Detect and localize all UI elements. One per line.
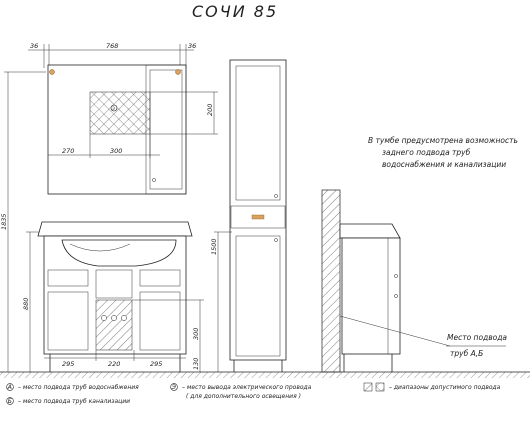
dim-cab-220: 220 bbox=[108, 360, 120, 368]
legend: А – место подвода труб водоснабжения Б –… bbox=[6, 382, 501, 405]
dim-cab-130: 130 bbox=[192, 358, 200, 370]
dim-mirror-width: 768 bbox=[106, 42, 118, 50]
dim-cab-295-right: 295 bbox=[150, 360, 162, 368]
dim-cab-300: 300 bbox=[192, 328, 200, 340]
pipe-label-line-1: Место подвода bbox=[447, 333, 507, 342]
dim-mirror-270: 270 bbox=[62, 147, 74, 155]
dim-cab-295-left: 295 bbox=[62, 360, 74, 368]
vanity-cabinet bbox=[37, 221, 193, 372]
side-view bbox=[321, 189, 506, 373]
legend-b-text: – место подвода труб канализации bbox=[18, 398, 130, 405]
dim-height-880: 880 bbox=[22, 298, 30, 310]
dim-mirror-300: 300 bbox=[110, 147, 122, 155]
legend-a-symbol: А bbox=[7, 384, 12, 391]
mirror-top-dimension: 36 768 36 bbox=[28, 42, 196, 68]
floor bbox=[0, 371, 530, 378]
dim-mirror-200: 200 bbox=[206, 104, 214, 116]
tall-cabinet bbox=[229, 59, 287, 372]
mirror-cabinet: Э bbox=[47, 64, 187, 195]
note-line-1: В тумбе предусмотрена возможность bbox=[368, 136, 518, 145]
legend-a-text: – место подвода труб водоснабжения bbox=[18, 384, 139, 391]
legend-zone-cross bbox=[375, 382, 385, 392]
drawing-title: СОЧИ 85 bbox=[192, 2, 278, 21]
dim-tall-1500: 1500 bbox=[210, 238, 218, 255]
legend-e-text-2: ( для дополнительного освещения ) bbox=[186, 393, 301, 400]
tall-cabinet-dimension: 1500 bbox=[210, 231, 232, 372]
legend-zone-text: – диапазоны допустимого подвода bbox=[389, 384, 501, 391]
mirror-dimensions: 270 300 200 bbox=[48, 91, 218, 158]
pipe-label-line-2: труб А,Б bbox=[450, 349, 483, 358]
legend-zone-hatch bbox=[363, 382, 373, 392]
pipe-note: В тумбе предусмотрена возможность заднег… bbox=[368, 136, 518, 169]
svg-text:Э: Э bbox=[112, 106, 115, 111]
left-vertical-dimensions: 1835 880 bbox=[0, 71, 46, 372]
vanity-dimensions: 295 220 295 300 130 bbox=[44, 299, 204, 372]
note-line-3: водоснабжения и канализации bbox=[382, 160, 506, 169]
dim-mirror-right: 36 bbox=[188, 42, 196, 50]
note-line-2: заднего подвода труб bbox=[382, 148, 471, 157]
dim-mirror-left: 36 bbox=[30, 42, 38, 50]
legend-e-text-1: – место вывода электрического провода bbox=[182, 384, 312, 391]
legend-b-symbol: Б bbox=[8, 398, 12, 405]
legend-e-symbol: Э bbox=[171, 384, 177, 391]
dim-height-total: 1835 bbox=[0, 213, 8, 230]
